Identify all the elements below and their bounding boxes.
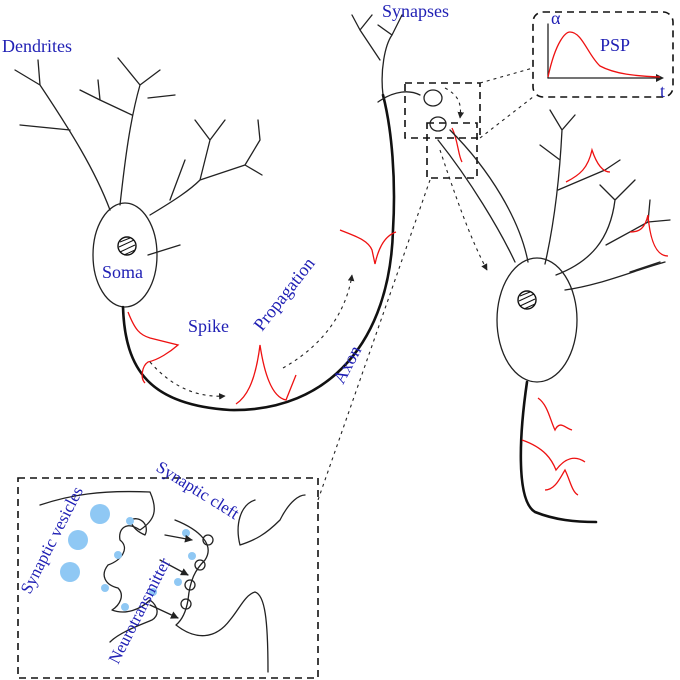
spike-trace-2 [235,344,297,405]
synapse-region [404,82,481,179]
soma-label: Soma [102,262,143,282]
detail-box [17,477,319,679]
synapse-box-inner [426,122,478,179]
dendrites-left [14,57,263,256]
synapse-box-outer [404,82,481,139]
zoom-connector [317,179,431,501]
nucleus [117,236,137,256]
psp-label: PSP [600,35,630,55]
post-nucleus [517,290,537,310]
dendrites-label: Dendrites [2,36,72,56]
psp-inset: α PSP t [532,8,674,101]
synaptic-cleft-label: Synaptic cleft [153,457,243,523]
alpha-label: α [551,8,561,28]
post-axon-line [519,380,598,524]
postsynaptic-neuron [437,109,671,524]
synapse-detail [17,477,319,679]
spike-trace-1 [127,311,180,384]
t-axis-label: t [660,81,665,101]
psp-trace-small [451,127,463,163]
propagation-label: Propagation [249,254,318,335]
axon-line [121,93,396,412]
synapses-label: Synapses [382,1,449,21]
presynaptic-neuron [14,14,421,412]
soma-body [92,202,158,308]
spike-label: Spike [188,316,229,336]
psp-curve [547,31,661,78]
post-soma-body [496,257,578,383]
spike-trace-3 [339,229,397,265]
